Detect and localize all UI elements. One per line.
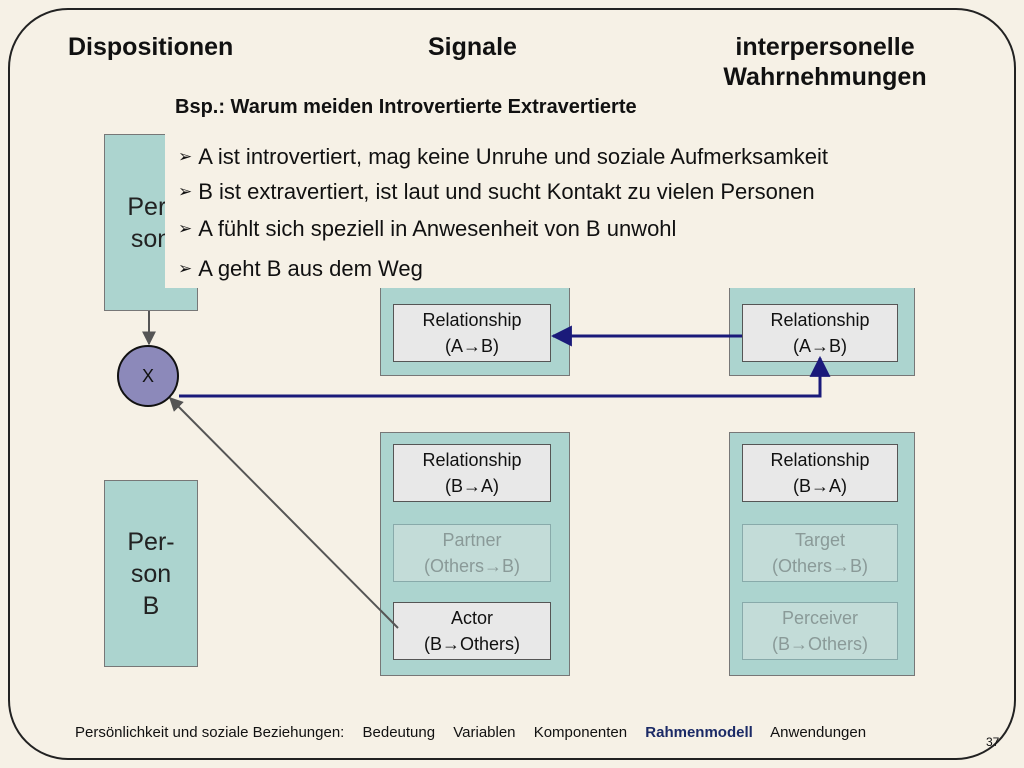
example-bullet-4-text: A geht B aus dem Weg [198, 256, 423, 281]
nav-bedeutung[interactable]: Bedeutung [362, 724, 436, 741]
perceptions-relationship-ba: Relationship (B→A) [742, 444, 898, 502]
perceptions-target-label: Target [794, 530, 846, 550]
example-bullet-2: ➢ B ist extravertiert, ist laut und sucht… [178, 179, 815, 205]
perceptions-perceiver-dir: (B→Others) [771, 634, 868, 654]
arrow-bullet-icon: ➢ [178, 219, 193, 238]
header-perceptions: interpersonelle Wahrnehmungen [700, 32, 950, 90]
example-bullet-1-text: A ist introvertiert, mag keine Unruhe un… [198, 144, 828, 169]
line-x-to-perception [179, 355, 831, 398]
person-b-box: Per- son B [104, 480, 198, 667]
perceptions-target-dir: (Others→B) [771, 556, 868, 576]
person-b-line3: B [142, 591, 160, 620]
nav-rahmenmodell[interactable]: Rahmenmodell [645, 724, 753, 741]
example-bullet-4: ➢ A geht B aus dem Weg [178, 256, 423, 282]
perceptions-relationship-ba-label: Relationship [770, 450, 870, 470]
arrow-bullet-icon: ➢ [178, 182, 193, 201]
person-b-line2: son [130, 559, 172, 588]
signals-actor-dir: (B→Others) [423, 634, 520, 654]
header-perceptions-line2: Wahrnehmungen [723, 63, 927, 90]
signals-partner-dir: (Others→B) [423, 556, 520, 576]
example-bullet-3: ➢ A fühlt sich speziell in Anwesenheit vo… [178, 216, 676, 242]
arrow-bullet-icon: ➢ [178, 259, 193, 278]
page-number: 37 [986, 735, 1000, 749]
signals-actor-label: Actor [450, 608, 493, 628]
signals-partner: Partner (Others→B) [393, 524, 551, 582]
perceptions-relationship-ab: Relationship (A→B) [742, 304, 898, 362]
example-title: Bsp.: Warum meiden Introvertierte Extrav… [175, 96, 637, 118]
signals-relationship-ba-dir: (B→A) [445, 476, 499, 496]
nav-komponenten[interactable]: Komponenten [533, 724, 628, 741]
perceptions-perceiver-label: Perceiver [781, 608, 859, 628]
signals-relationship-ab-label: Relationship [422, 310, 522, 330]
x-node: X [117, 345, 179, 407]
signals-relationship-ab: Relationship (A→B) [393, 304, 551, 362]
perceptions-perceiver: Perceiver (B→Others) [742, 602, 898, 660]
line-actor-to-x [169, 397, 399, 629]
header-signals: Signale [428, 33, 517, 61]
signals-relationship-ba: Relationship (B→A) [393, 444, 551, 502]
header-perceptions-line1: interpersonelle [735, 33, 915, 61]
person-b-line1: Per- [127, 527, 175, 556]
perceptions-relationship-ab-dir: (A→B) [793, 336, 847, 356]
perceptions-relationship-ba-dir: (B→A) [793, 476, 847, 496]
perceptions-target: Target (Others→B) [742, 524, 898, 582]
nav-anwendungen[interactable]: Anwendungen [770, 724, 867, 741]
person-a-line2: son [130, 224, 172, 253]
signals-relationship-ab-dir: (A→B) [445, 336, 499, 356]
signals-partner-label: Partner [442, 530, 502, 550]
signals-actor: Actor (B→Others) [393, 602, 551, 660]
arrow-bullet-icon: ➢ [178, 147, 193, 166]
header-dispositions: Dispositionen [68, 33, 234, 61]
example-overlay [165, 92, 947, 288]
footer-nav: Persönlichkeit und soziale Beziehungen: … [75, 724, 880, 741]
example-bullet-1: ➢ A ist introvertiert, mag keine Unruhe u… [178, 144, 828, 170]
example-bullet-3-text: A fühlt sich speziell in Anwesenheit von… [198, 216, 677, 241]
perceptions-relationship-ab-label: Relationship [770, 310, 870, 330]
footer-prefix: Persönlichkeit und soziale Beziehungen: [75, 724, 345, 741]
signals-relationship-ba-label: Relationship [422, 450, 522, 470]
example-bullet-2-text: B ist extravertiert, ist laut und sucht … [198, 179, 815, 204]
slide-frame [8, 8, 1016, 760]
nav-variablen[interactable]: Variablen [453, 724, 516, 741]
